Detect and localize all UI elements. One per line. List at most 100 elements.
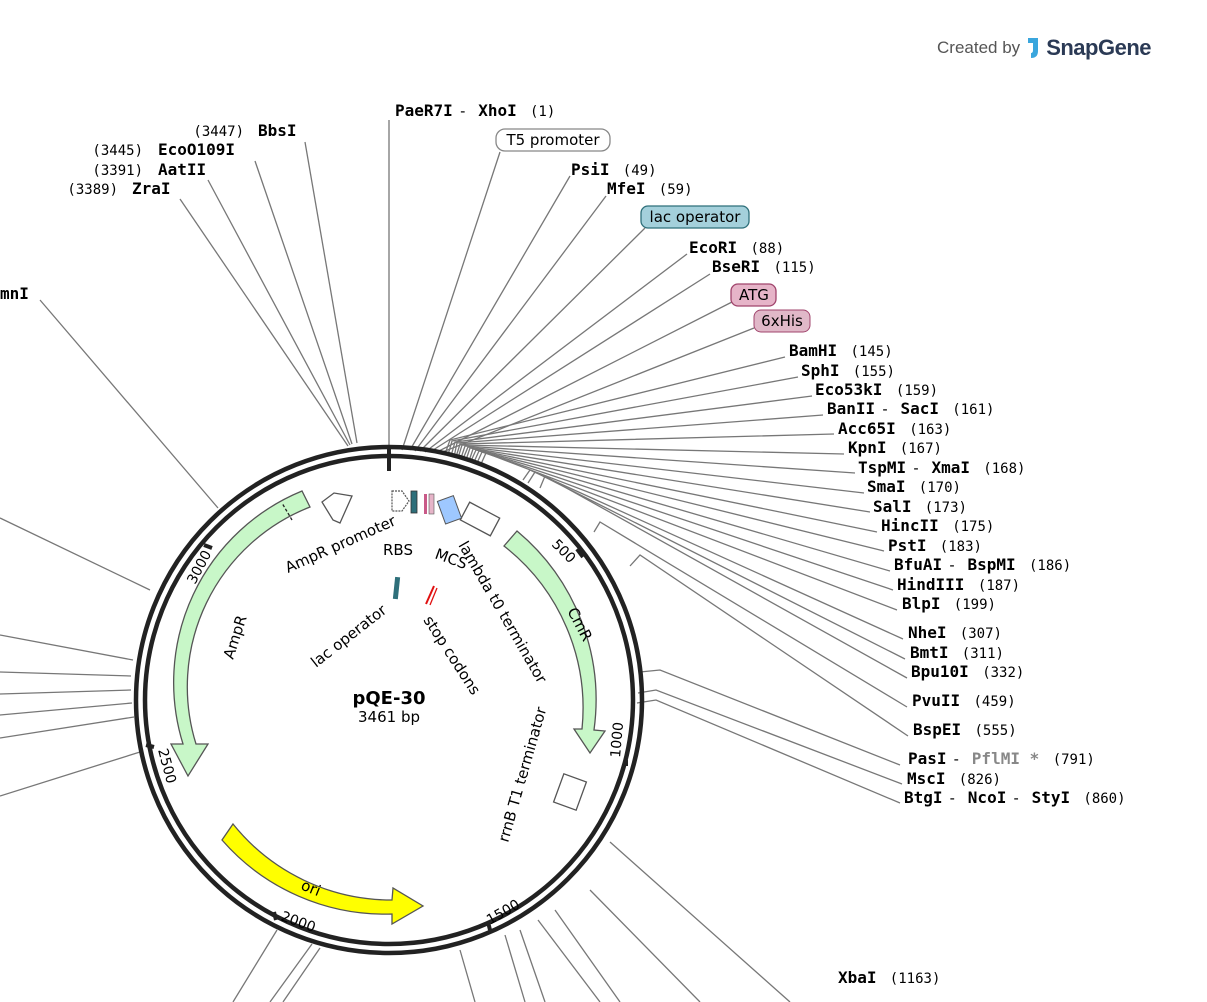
enzyme-name: MscI	[907, 769, 946, 788]
lac-operator-box[interactable]	[410, 490, 418, 514]
enzyme-label-eco53ki[interactable]: Eco53kI(159)	[815, 380, 938, 399]
enzyme-position: (145)	[851, 344, 893, 360]
enzyme-name: PvuII	[912, 691, 960, 710]
enzyme-label-sali[interactable]: SalI(173)	[873, 497, 967, 516]
enzyme-name: AatII	[158, 160, 206, 179]
enzyme-name: PstI	[888, 536, 927, 555]
enzyme-label-zrai[interactable]: (3389) ZraI	[67, 179, 170, 198]
enzyme-position: (88)	[751, 241, 785, 257]
created-by-label: Created by	[937, 38, 1021, 57]
enzyme-name: NcoI	[968, 788, 1007, 807]
enzyme-separator: -	[458, 102, 467, 120]
enzyme-label-xbai[interactable]: XbaI(1163)	[838, 968, 940, 987]
enzyme-label-smai[interactable]: SmaI (170)	[867, 477, 961, 496]
lambda-terminator-feature[interactable]	[459, 501, 501, 537]
enzyme-position: (159)	[896, 383, 938, 399]
enzyme-label-aatii[interactable]: (3391) AatII	[92, 160, 206, 179]
atg-box[interactable]	[424, 494, 427, 514]
enzyme-label-bmti[interactable]: BmtI(311)	[910, 643, 1004, 662]
lac-operator-marker[interactable]	[392, 576, 401, 600]
enzyme-position: (826)	[959, 772, 1001, 788]
label-connectors	[0, 120, 909, 1002]
enzyme-name: Acc65I	[838, 419, 896, 438]
enzyme-name: BbsI	[258, 121, 297, 140]
enzyme-label-btgi[interactable]: BtgI-NcoI-StyI(860)	[904, 788, 1126, 807]
enzyme-name: StyI	[1032, 788, 1071, 807]
enzyme-name: mnI	[0, 284, 29, 303]
enzyme-label-sphi[interactable]: SphI(155)	[801, 361, 895, 380]
enzyme-label-paer7i[interactable]: PaeR7I-XhoI(1)	[395, 101, 555, 120]
enzyme-name: BlpI	[902, 594, 941, 613]
enzyme-separator: -	[948, 556, 957, 574]
enzyme-label-hincii[interactable]: HincII (175)	[881, 516, 994, 535]
enzyme-position: (175)	[952, 519, 994, 535]
cmr-feature[interactable]	[503, 530, 607, 755]
enzyme-label-bspei[interactable]: BspEI(555)	[913, 720, 1017, 739]
enzyme-label-tspmi[interactable]: TspMI-XmaI(168)	[858, 458, 1025, 477]
ampr-label: AmpR	[220, 613, 251, 661]
enzyme-name: SmaI	[867, 477, 906, 496]
enzyme-label-nhei[interactable]: NheI(307)	[908, 623, 1002, 642]
enzyme-name: KpnI	[848, 438, 887, 457]
enzyme-name: EcoRI	[689, 238, 737, 257]
enzyme-name: BspEI	[913, 720, 961, 739]
enzyme-name: PasI	[908, 749, 947, 768]
enzyme-name: BamHI	[789, 341, 837, 360]
enzyme-name: SphI	[801, 361, 840, 380]
enzyme-label-blpi[interactable]: BlpI (199)	[902, 594, 996, 613]
rrnb-terminator-feature[interactable]	[552, 772, 588, 812]
stop-codons-marker[interactable]	[425, 585, 435, 605]
enzyme-label-bamhi[interactable]: BamHI (145)	[789, 341, 893, 360]
enzyme-position: (170)	[919, 480, 961, 496]
enzyme-label-mfei[interactable]: MfeI(59)	[607, 179, 693, 198]
enzyme-label-hindiii[interactable]: HindIII(187)	[897, 575, 1020, 594]
enzyme-position: (199)	[954, 597, 996, 613]
ampr-promoter-feature[interactable]	[321, 492, 353, 524]
his-box[interactable]	[428, 493, 435, 515]
enzyme-name: SacI	[901, 399, 940, 418]
enzyme-position: (860)	[1083, 791, 1125, 807]
enzyme-label-ecori[interactable]: EcoRI (88)	[689, 238, 784, 257]
mcs-box[interactable]	[436, 495, 463, 525]
enzyme-label-bseri[interactable]: BseRI(115)	[712, 257, 816, 276]
enzyme-name: TspMI	[858, 458, 906, 477]
enzyme-name: PsiI	[571, 160, 610, 179]
enzyme-position: (791)	[1053, 752, 1095, 768]
enzyme-position: (3447)	[193, 124, 244, 140]
enzyme-name: HindIII	[897, 575, 964, 594]
lac-operator-callout[interactable]: lac operator	[640, 205, 750, 229]
enzyme-label-bfuai[interactable]: BfuAI-BspMI(186)	[894, 555, 1071, 574]
enzyme-name: HincII	[881, 516, 939, 535]
enzyme-separator: -	[1012, 789, 1021, 807]
enzyme-label-eco0109i[interactable]: (3445) EcoO109I	[92, 140, 235, 159]
t5-promoter-feature[interactable]	[391, 490, 410, 512]
enzyme-label-psii[interactable]: PsiI(49)	[571, 160, 657, 179]
enzyme-separator: -	[948, 789, 957, 807]
enzyme-name: BanII	[827, 399, 875, 418]
his-callout[interactable]: 6xHis	[753, 309, 811, 333]
enzyme-label-msci[interactable]: MscI (826)	[907, 769, 1001, 788]
plasmid-length: 3461 bp	[358, 708, 420, 726]
snapgene-logo-text: SnapGene	[1046, 35, 1151, 60]
enzyme-label-bbsi[interactable]: (3447) BbsI	[193, 121, 296, 140]
lac-operator-callout-label: lac operator	[650, 208, 742, 226]
atg-callout[interactable]: ATG	[730, 283, 777, 307]
enzyme-label-bpu10i[interactable]: Bpu10I(332)	[911, 662, 1024, 681]
enzyme-position: (163)	[909, 422, 951, 438]
enzyme-label-psti[interactable]: PstI(183)	[888, 536, 982, 555]
enzyme-label-banii[interactable]: BanII-SacI(161)	[827, 399, 994, 418]
t5-promoter-callout[interactable]: T5 promoter	[495, 128, 611, 152]
enzyme-label-mni[interactable]: mnI	[0, 284, 29, 303]
enzyme-label-pasi[interactable]: PasI-PflMI *(791)	[908, 749, 1095, 768]
enzyme-position: (332)	[982, 665, 1024, 681]
enzyme-label-acc65i[interactable]: Acc65I (163)	[838, 419, 951, 438]
enzyme-label-pvuii[interactable]: PvuII(459)	[912, 691, 1016, 710]
enzyme-name: BtgI	[904, 788, 943, 807]
ori-feature[interactable]	[221, 822, 425, 926]
enzyme-separator: -	[952, 750, 961, 768]
enzyme-name: BspMI	[968, 555, 1016, 574]
enzyme-label-kpni[interactable]: KpnI(167)	[848, 438, 942, 457]
ampr-feature[interactable]	[169, 490, 311, 778]
enzyme-name: EcoO109I	[158, 140, 235, 159]
